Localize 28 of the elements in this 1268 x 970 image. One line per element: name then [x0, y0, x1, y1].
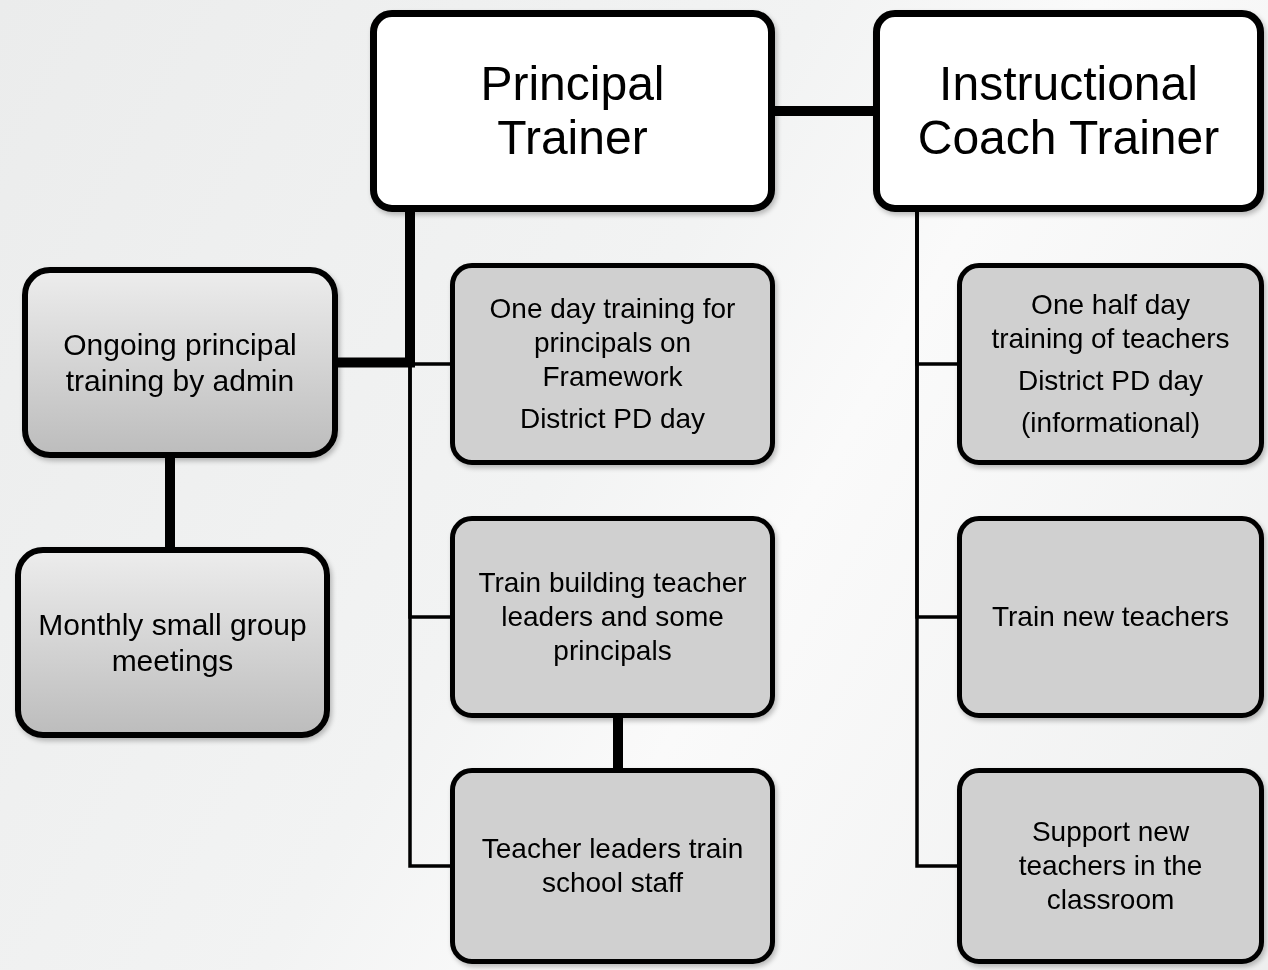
- box-text: Ongoing principal training by admin: [62, 327, 298, 398]
- box-text: Teacher leaders train school staff: [480, 831, 745, 900]
- training-box: [22, 267, 338, 458]
- box-text: One day training for principals on Framework: [488, 291, 737, 394]
- training-box: [957, 768, 1264, 964]
- connector-line: [775, 106, 873, 116]
- training-box: [450, 516, 775, 718]
- trainer-box: [873, 10, 1264, 212]
- training-box: [450, 768, 775, 964]
- box-text: District PD day: [1017, 364, 1204, 398]
- connector-line: [613, 718, 623, 768]
- box-text: Principal Trainer: [479, 57, 666, 165]
- box-text: Monthly small group meetings: [37, 607, 308, 678]
- box-text: Support new teachers in the classroom: [1017, 814, 1204, 918]
- box-text: Instructional Coach Trainer: [916, 57, 1221, 165]
- trainer-box: [370, 10, 775, 212]
- box-text: Train building teacher leaders and some principals: [477, 565, 748, 669]
- training-box: [450, 263, 775, 465]
- training-box: [957, 263, 1264, 465]
- box-text: District PD day: [519, 402, 706, 437]
- connector-line: [165, 458, 175, 547]
- training-box: [15, 547, 330, 738]
- box-text: Train new teachers: [991, 599, 1230, 634]
- box-text: One half day training of teachers: [990, 287, 1231, 356]
- connector-line: [338, 212, 415, 368]
- training-box: [957, 516, 1264, 718]
- box-text: (informational): [1021, 406, 1200, 441]
- connector-line: [915, 212, 957, 868]
